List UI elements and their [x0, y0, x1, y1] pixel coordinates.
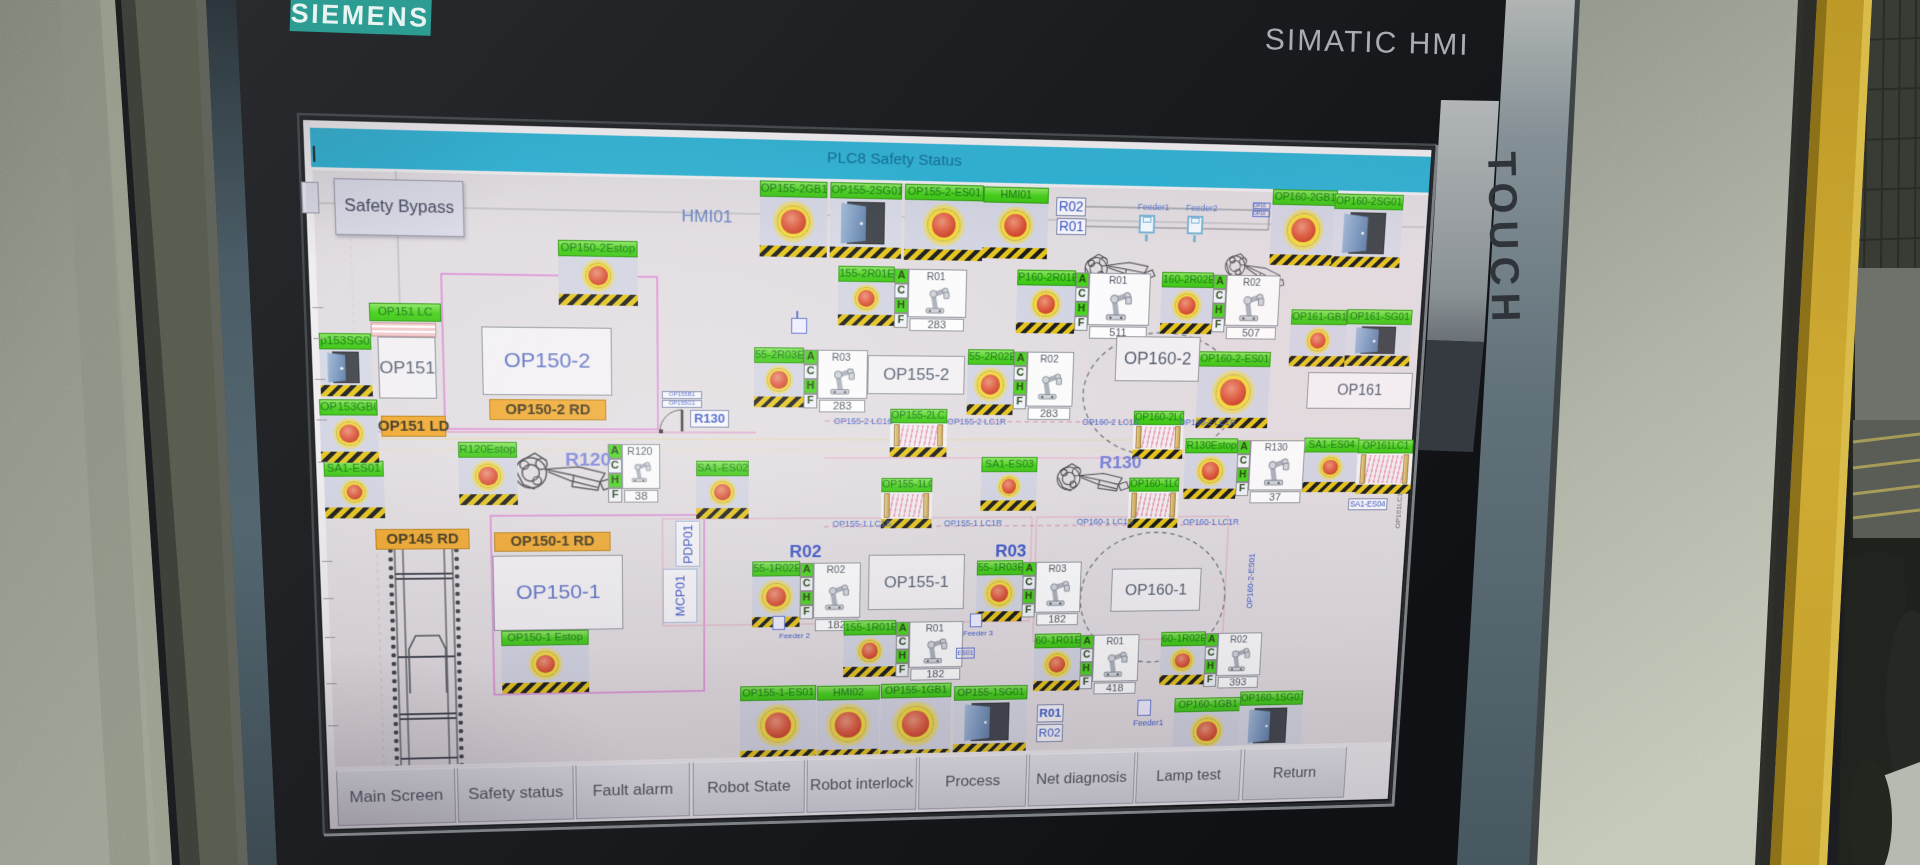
svg-text:SIEMENS: SIEMENS	[290, 0, 430, 33]
svg-text:SIMATIC HMI: SIMATIC HMI	[1264, 23, 1470, 62]
